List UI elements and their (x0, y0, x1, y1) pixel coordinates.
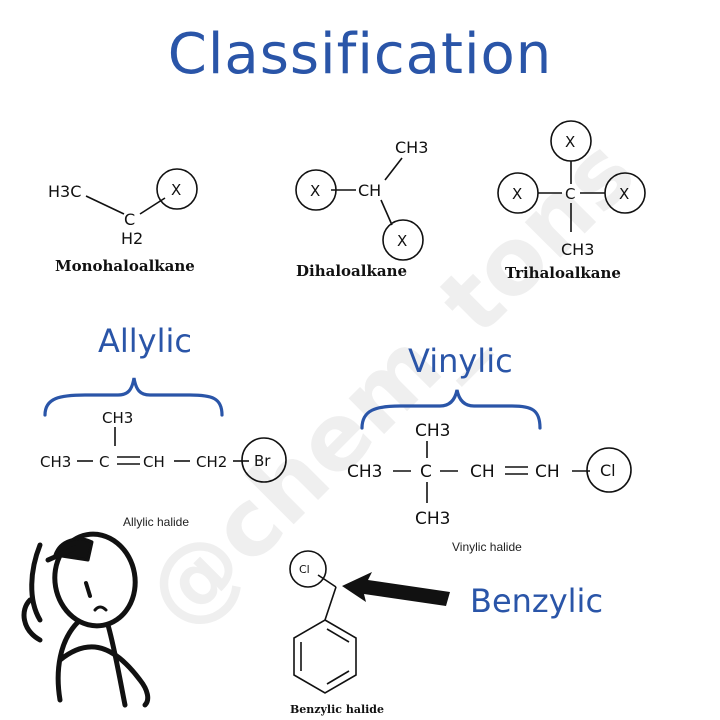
di-ch: CH (358, 181, 381, 200)
vinyl-ch2: CH (535, 462, 560, 482)
benzyl-cl: Cl (299, 563, 310, 576)
vinylic-brace (360, 389, 542, 430)
vinyl-ch3-left: CH3 (347, 462, 382, 482)
vinyl-c: C (420, 462, 432, 482)
benzyl-bond-2 (324, 586, 337, 621)
allyl-c: C (99, 453, 109, 471)
allyl-br: Br (254, 452, 271, 470)
di-x2: X (397, 232, 407, 250)
vinyl-ch1: CH (470, 462, 495, 482)
mono-h2: H2 (121, 229, 143, 248)
benzene-ring (293, 619, 357, 694)
caption-vinylic-halide: Vinylic halide (452, 540, 522, 554)
allylic-brace (43, 377, 224, 417)
di-x1: X (310, 182, 320, 200)
benzene-inner-1 (326, 628, 350, 643)
tri-x-top: X (565, 133, 575, 151)
tri-c: C (565, 185, 575, 203)
mono-x: X (171, 181, 181, 199)
mono-bond-1 (85, 195, 125, 215)
benzyl-cl-circle (289, 550, 327, 588)
caption-benzylic-halide: Benzylic halide (290, 703, 384, 716)
allyl-ch3-top: CH3 (102, 409, 133, 427)
allyl-ch2: CH2 (196, 453, 227, 471)
mono-c: C (124, 210, 135, 229)
allyl-ch3-left: CH3 (40, 453, 71, 471)
mono-x-circle (156, 168, 198, 210)
di-x2-circle (382, 219, 424, 261)
tri-x-right: X (619, 185, 629, 203)
di-bond-up (384, 157, 403, 181)
page-title: Classification (167, 22, 553, 87)
label-trihaloalkane: Trihaloalkane (505, 264, 621, 282)
allyl-ch: CH (143, 453, 165, 471)
di-ch3: CH3 (395, 138, 428, 157)
allyl-br-circle (241, 437, 287, 483)
benzyl-bond-1 (317, 574, 337, 588)
benzene-inner-2 (326, 670, 350, 685)
caption-allylic-halide: Allylic halide (123, 515, 190, 529)
benzylic-arrow (342, 572, 450, 606)
label-dihaloalkane: Dihaloalkane (296, 262, 408, 280)
mono-h3c: H3C (48, 182, 81, 201)
vinyl-ch3-top: CH3 (415, 421, 450, 441)
heading-benzylic: Benzylic (470, 582, 604, 620)
vinyl-ch3-bottom: CH3 (415, 509, 450, 529)
thinking-figure-doodle (21, 531, 151, 708)
vinyl-cl-circle (586, 447, 632, 493)
di-bond-down (380, 199, 393, 226)
tri-x-left: X (512, 185, 522, 203)
label-monohaloalkane: Monohaloalkane (55, 257, 195, 275)
tri-ch3: CH3 (561, 240, 594, 259)
heading-vinylic: Vinylic (408, 342, 513, 380)
vinyl-cl: Cl (600, 461, 616, 480)
heading-allylic: Allylic (98, 322, 192, 360)
